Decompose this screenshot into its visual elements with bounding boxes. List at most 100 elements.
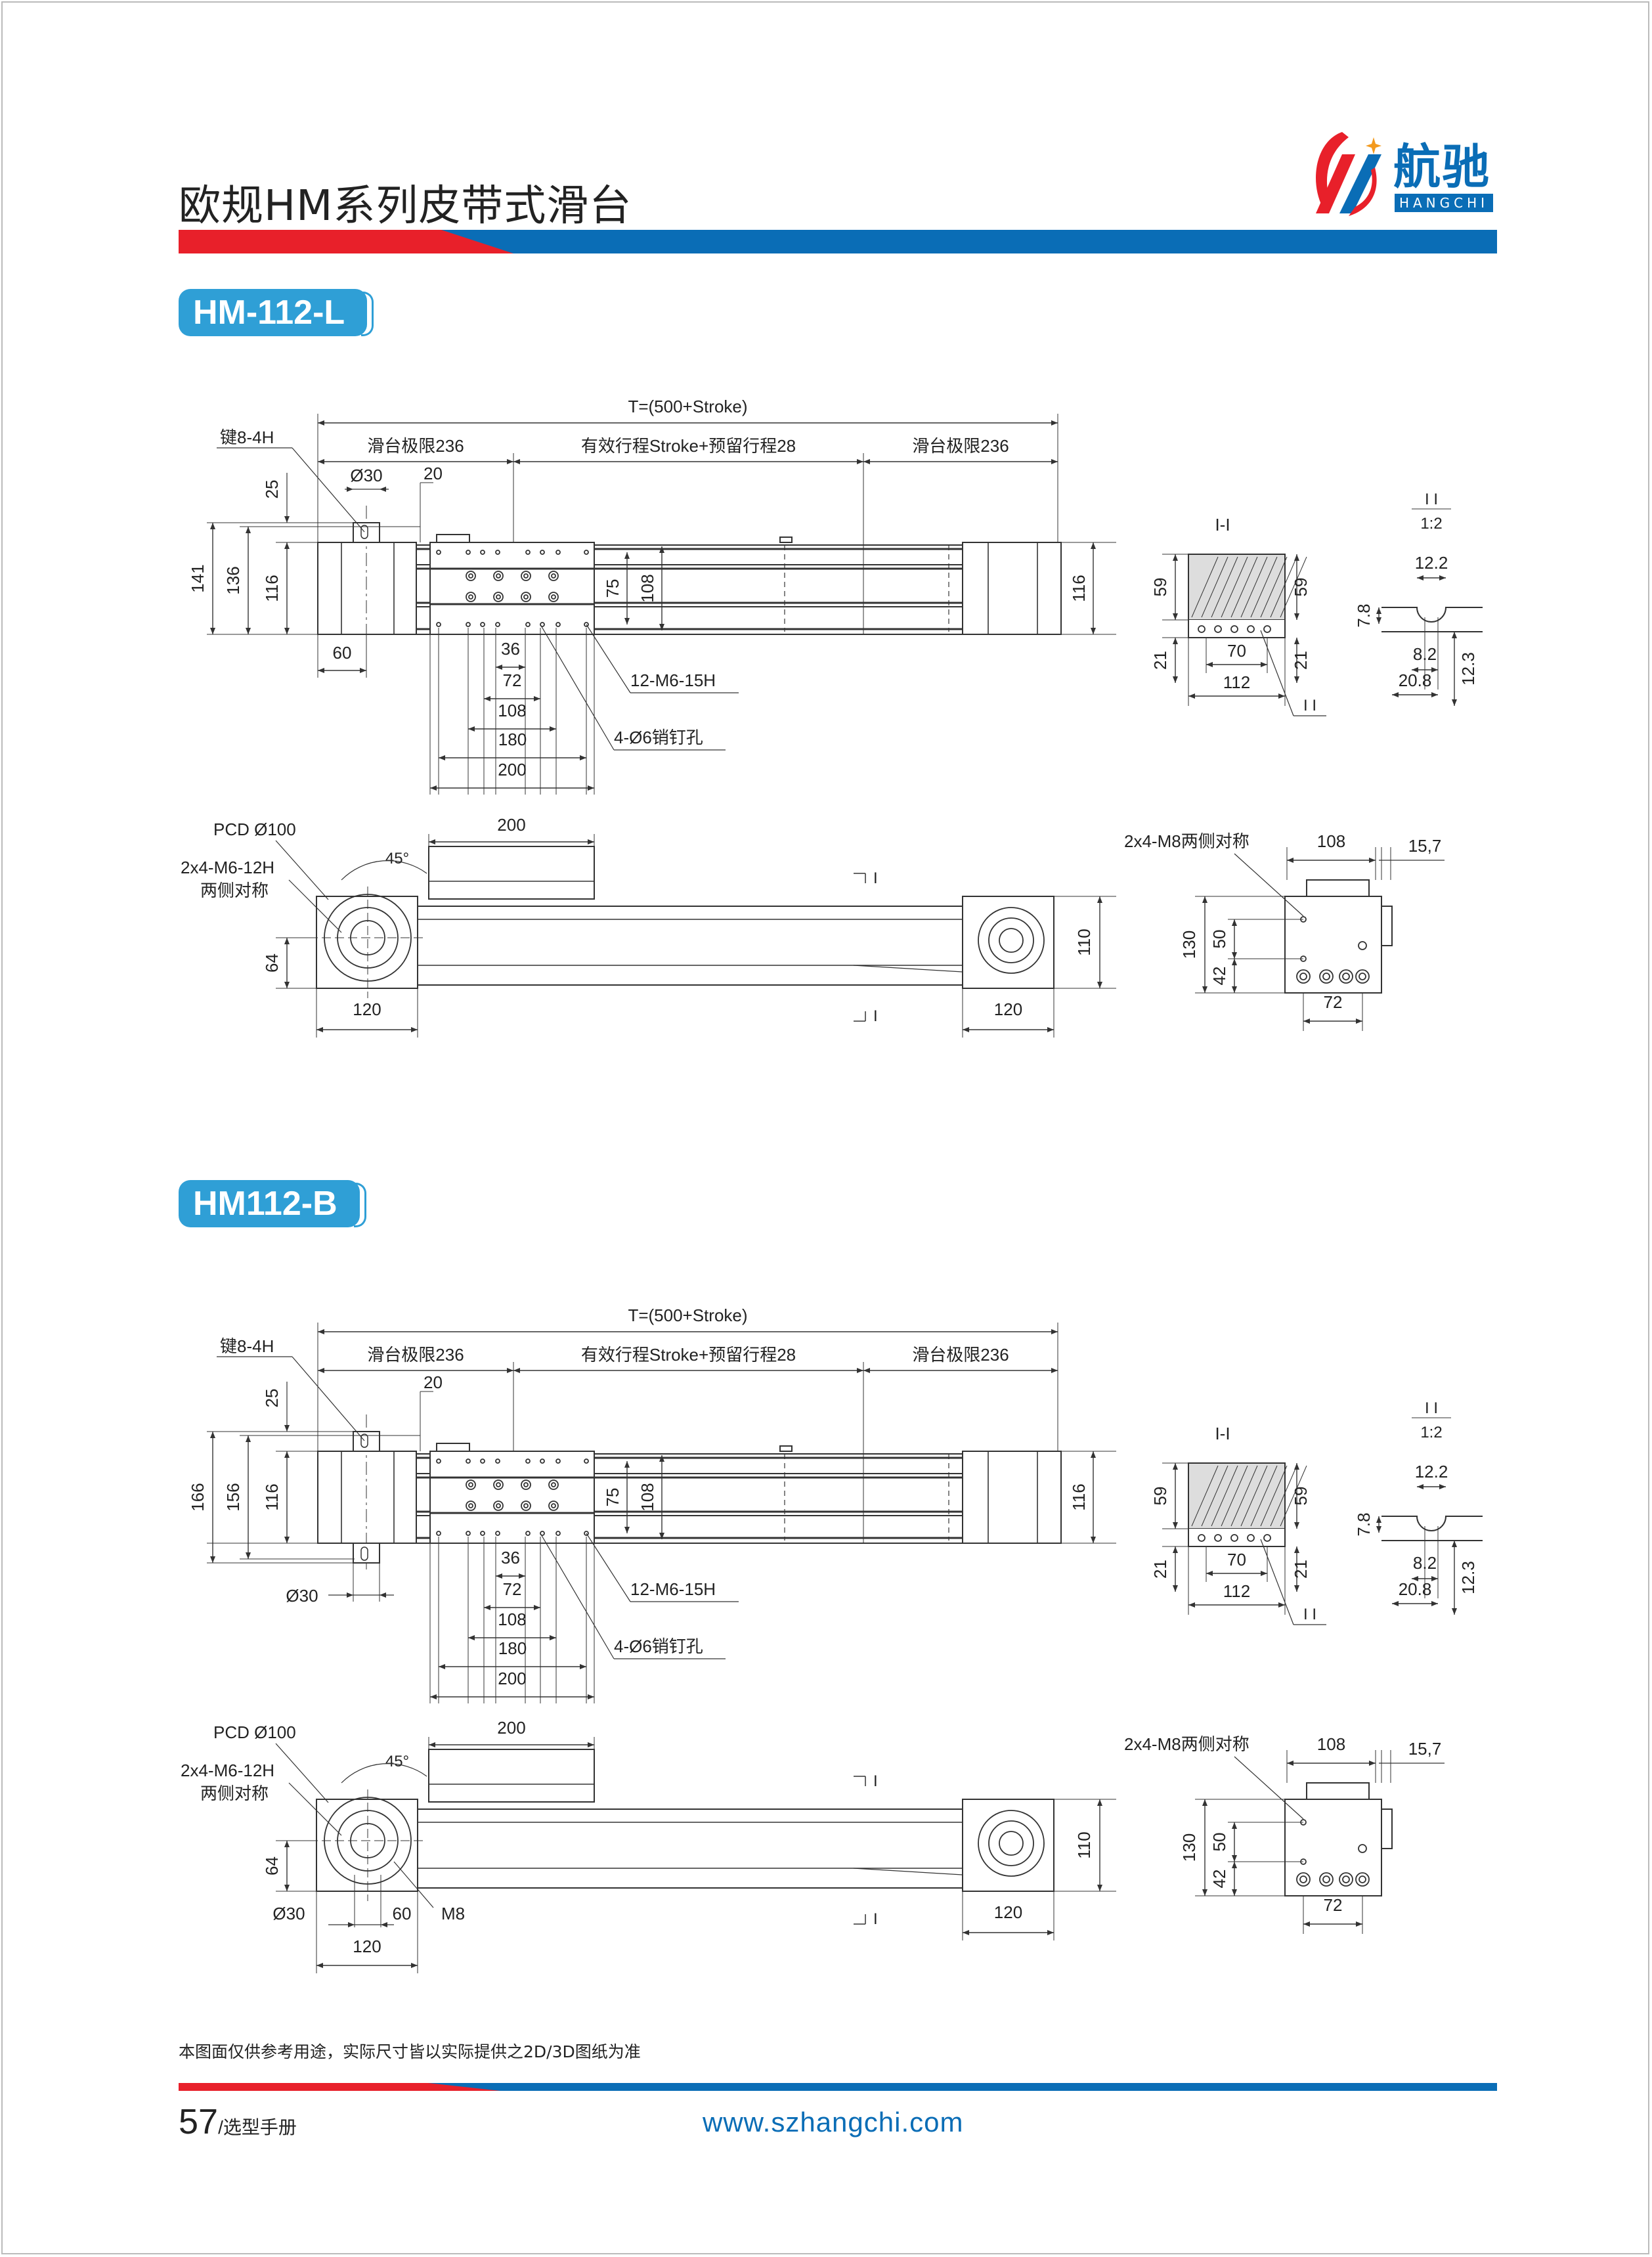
dimension-arrow: [580, 1664, 586, 1669]
drawing-line: [1250, 1465, 1278, 1527]
hole-mark: [540, 1458, 545, 1464]
dimension-label: 2x4-M6-12H: [181, 858, 274, 877]
dimension-arrow: [348, 1922, 355, 1927]
model-badge-hm112-b: HM112-B: [179, 1180, 366, 1227]
dimension-arrow: [963, 1027, 969, 1032]
dimension-label: 7.8: [1354, 1512, 1374, 1536]
page-title: 欧规HM系列皮带式滑台: [179, 182, 632, 230]
dimension-label: 70: [1227, 1550, 1246, 1569]
dimension-label: 12.2: [1415, 553, 1448, 573]
dimension-arrow: [507, 1368, 513, 1373]
dimension-label: T=(500+Stroke): [628, 397, 747, 416]
hole-mark: [1339, 1872, 1353, 1887]
hole-mark: [480, 1531, 485, 1536]
hole-mark: [548, 1479, 559, 1490]
dimension-label: 59: [1150, 578, 1170, 597]
right-end-block: [962, 542, 1062, 635]
dimension-arrow: [1051, 1329, 1058, 1334]
hole-mark: [1247, 625, 1255, 633]
drawing-line: [292, 447, 365, 533]
dimension-arrow: [1392, 1601, 1399, 1606]
footer-stripe: [179, 2083, 1497, 2091]
right-end-block: [962, 1451, 1062, 1544]
hole-mark: [496, 573, 501, 579]
dimension-arrow: [1439, 575, 1446, 581]
logo-mark-icon: [1316, 132, 1381, 216]
dimension-arrow: [659, 546, 664, 553]
hole-mark: [1322, 1875, 1330, 1883]
dimension-label: 120: [353, 999, 381, 1019]
left-end-block: [316, 1799, 418, 1892]
hole-mark: [1322, 973, 1330, 980]
dimension-arrow: [1294, 676, 1299, 683]
hole-mark: [521, 1501, 531, 1511]
page-label: /选型手册: [218, 2117, 297, 2137]
dimension-arrow: [429, 1742, 435, 1747]
dimension-arrow: [588, 1694, 594, 1699]
dimension-arrow: [1202, 896, 1207, 903]
dimension-arrow: [1431, 1576, 1438, 1581]
dimension-label: 12.2: [1415, 1462, 1448, 1481]
drawing-line: [1240, 1465, 1268, 1527]
dimension-arrow: [284, 542, 290, 549]
left-end-block: [317, 542, 417, 635]
dimension-arrow: [1294, 1585, 1299, 1592]
dimension-label: 141: [188, 564, 207, 592]
dimension-arrow: [1091, 628, 1096, 634]
dimension-label: 200: [497, 1718, 525, 1738]
dimension-arrow: [1431, 692, 1438, 697]
dimension-label: 116: [262, 1483, 282, 1510]
angle-arc: [341, 860, 427, 881]
dimension-label: 60: [333, 643, 352, 663]
hole-mark: [555, 622, 561, 627]
dimension-arrow: [534, 696, 540, 701]
hole-mark: [551, 594, 556, 600]
dimension-arrow: [316, 1027, 323, 1032]
dimension-arrow: [588, 839, 594, 844]
hangchi-logo: 航驰 HANGCHI: [1303, 128, 1500, 217]
dimension-label: 75: [603, 1488, 622, 1507]
hole-mark: [1198, 1534, 1206, 1542]
dimension-arrow: [411, 1963, 418, 1968]
dimension-arrow: [316, 1963, 323, 1968]
drawing-line: [853, 1868, 963, 1875]
key-slot: [360, 525, 368, 539]
website-link[interactable]: www.szhangchi.com: [703, 2107, 964, 2137]
logo-text-cn: 航驰: [1393, 139, 1491, 194]
dimension-label: 20.8: [1399, 670, 1432, 690]
drawing-line: [1250, 556, 1278, 618]
dimension-label: Ø30: [286, 1586, 318, 1606]
drawing-line: [292, 1356, 365, 1441]
dimension-label: 130: [1179, 1833, 1199, 1862]
dimension-arrow: [1431, 1601, 1438, 1606]
hole-mark: [466, 571, 476, 581]
hole-mark: [1358, 941, 1367, 950]
dimension-arrow: [1356, 1921, 1362, 1927]
dimension-arrow: [1452, 699, 1457, 706]
dimension-arrow: [624, 1527, 630, 1533]
dimension-label: 25: [262, 1389, 282, 1408]
dimension-arrow: [1232, 952, 1237, 959]
dimension-label: I I: [1425, 1399, 1438, 1417]
dimension-arrow: [857, 1368, 863, 1373]
dimension-arrow: [1051, 420, 1058, 426]
disclaimer-note: 本图面仅供参考用途，实际尺寸皆以实际提供之2D/3D图纸为准: [179, 2042, 641, 2061]
dimension-label: 有效行程Stroke+预留行程28: [581, 1345, 796, 1365]
dimension-arrow: [1206, 662, 1213, 667]
model-badge-hm-112-l: HM-112-L: [179, 289, 374, 336]
dimension-label: 70: [1227, 641, 1246, 661]
left-end-block: [317, 1451, 417, 1544]
hole-mark: [584, 550, 589, 555]
hole-mark: [548, 1501, 559, 1511]
hole-mark: [1355, 1872, 1370, 1887]
right-end-block: [962, 896, 1054, 989]
clamp: [779, 1445, 793, 1452]
dimension-label: 64: [262, 1856, 282, 1875]
drawing-line: [1201, 1465, 1228, 1527]
dimension-label: 两侧对称: [200, 1784, 269, 1803]
dimension-label: 4-Ø6销钉孔: [614, 728, 703, 747]
dimension-label: 108: [638, 574, 657, 602]
dimension-arrow: [246, 1435, 251, 1442]
